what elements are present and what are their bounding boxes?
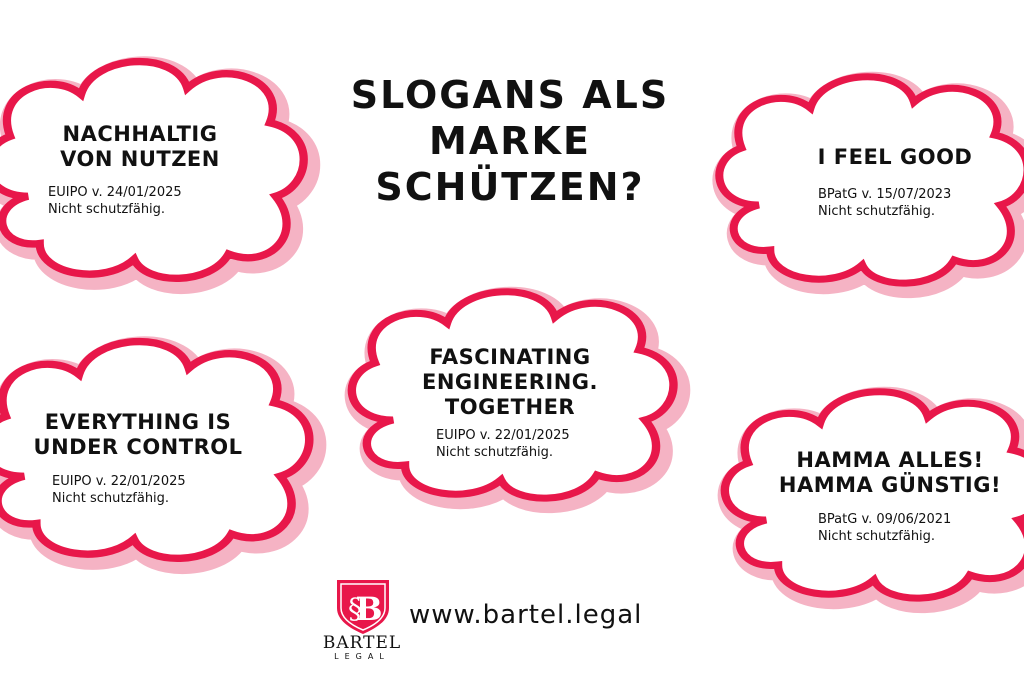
logo-subtitle: LEGAL	[334, 652, 390, 661]
cloud-1-ruling-date: EUIPO v. 24/01/2025	[48, 185, 182, 200]
cloud-5-ruling-date: BPatG v. 09/06/2021	[818, 512, 952, 527]
cloud-4-ruling-verdict: Nicht schutzfähig.	[52, 491, 170, 506]
title-line-1: SLOGANS ALS	[350, 73, 670, 117]
cloud-3-slogan-line-1: FASCINATING	[429, 345, 591, 369]
cloud-3-slogan-line-2: ENGINEERING.	[421, 370, 598, 394]
cloud-3-ruling: EUIPO v. 22/01/2025 Nicht schutzfähig.	[436, 427, 570, 461]
cloud-5-slogan-line-2: HAMMA GÜNSTIG!	[778, 473, 1002, 497]
svg-text:B: B	[355, 590, 382, 628]
cloud-3-slogan: FASCINATING ENGINEERING. TOGETHER	[405, 345, 615, 420]
cloud-4-ruling: EUIPO v. 22/01/2025 Nicht schutzfähig.	[52, 473, 186, 507]
cloud-5-slogan-line-1: HAMMA ALLES!	[796, 448, 984, 472]
cloud-1-slogan-line-1: NACHHALTIG	[62, 122, 218, 146]
cloud-3-slogan-line-3: TOGETHER	[444, 395, 576, 419]
title-line-3: SCHÜTZEN?	[375, 165, 645, 209]
page-title: SLOGANS ALS MARKE SCHÜTZEN?	[330, 72, 690, 210]
cloud-3-ruling-date: EUIPO v. 22/01/2025	[436, 428, 570, 443]
cloud-2-ruling-verdict: Nicht schutzfähig.	[818, 204, 936, 219]
cloud-1-slogan: NACHHALTIG VON NUTZEN	[30, 122, 250, 172]
shield-section-b-icon: § B	[337, 580, 389, 634]
cloud-4-ruling-date: EUIPO v. 22/01/2025	[52, 474, 186, 489]
cloud-3-ruling-verdict: Nicht schutzfähig.	[436, 445, 554, 460]
cloud-4-slogan: EVERYTHING IS UNDER CONTROL	[18, 410, 258, 460]
cloud-2-slogan: I FEEL GOOD	[790, 145, 1000, 170]
cloud-4-slogan-line-1: EVERYTHING IS	[44, 410, 232, 434]
logo-wordmark: BARTEL	[322, 633, 402, 653]
cloud-5-ruling: BPatG v. 09/06/2021 Nicht schutzfähig.	[818, 511, 951, 545]
cloud-2-ruling-date: BPatG v. 15/07/2023	[818, 187, 952, 202]
svg-text:§: §	[348, 592, 362, 625]
cloud-1-ruling-verdict: Nicht schutzfähig.	[48, 202, 166, 217]
cloud-1-slogan-line-2: VON NUTZEN	[60, 147, 220, 171]
title-line-2: MARKE	[429, 119, 591, 163]
cloud-5-ruling-verdict: Nicht schutzfähig.	[818, 529, 936, 544]
cloud-5-slogan: HAMMA ALLES! HAMMA GÜNSTIG!	[775, 448, 1005, 498]
website-url[interactable]: www.bartel.legal	[409, 600, 643, 630]
cloud-2-slogan-line-1: I FEEL GOOD	[817, 145, 973, 169]
cloud-2-shape	[719, 77, 1024, 288]
cloud-4-slogan-line-2: UNDER CONTROL	[33, 435, 243, 459]
cloud-1-ruling: EUIPO v. 24/01/2025 Nicht schutzfähig.	[48, 184, 182, 218]
cloud-1-shape	[0, 62, 308, 284]
cloud-2-ruling: BPatG v. 15/07/2023 Nicht schutzfähig.	[818, 186, 951, 220]
